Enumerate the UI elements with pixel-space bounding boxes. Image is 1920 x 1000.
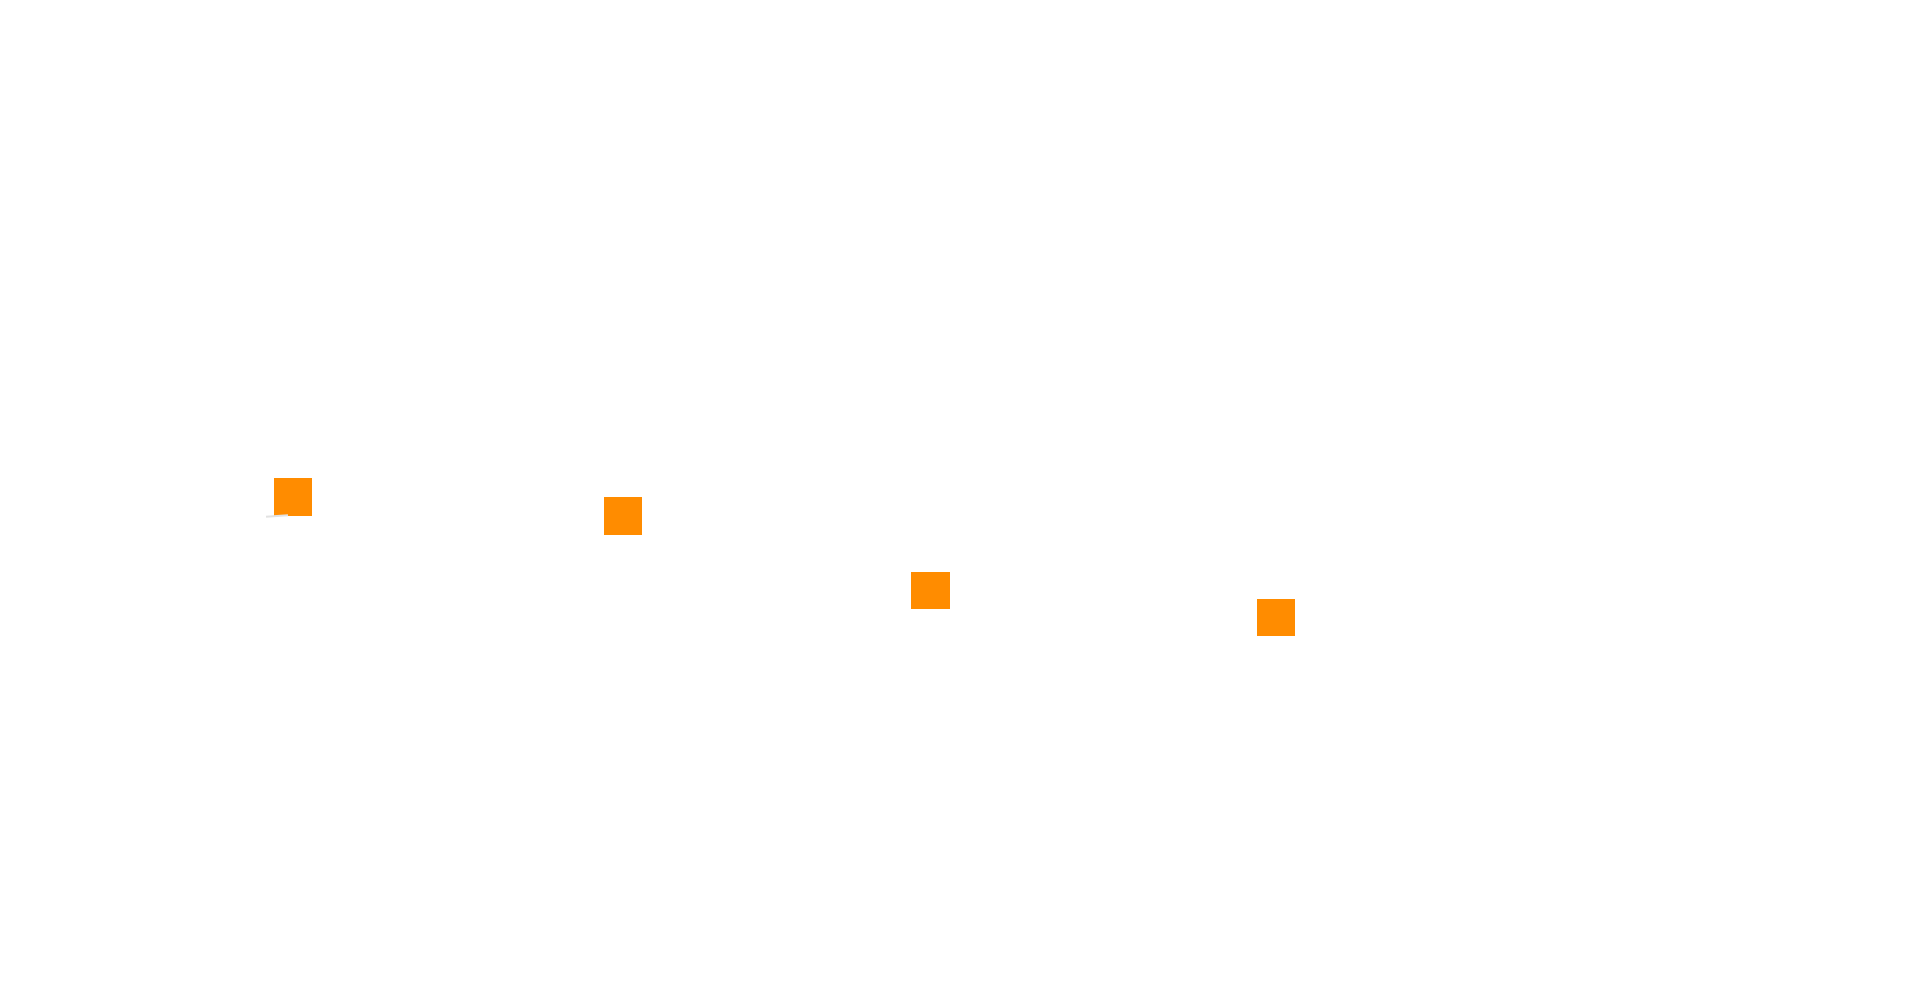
faint-smudge-mark	[265, 514, 289, 518]
orange-square-2[interactable]	[604, 497, 642, 535]
orange-square-1[interactable]	[274, 478, 312, 516]
orange-square-4[interactable]	[1257, 599, 1295, 636]
orange-square-3[interactable]	[911, 572, 950, 609]
